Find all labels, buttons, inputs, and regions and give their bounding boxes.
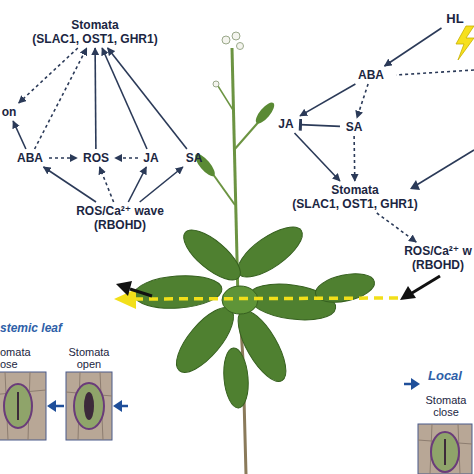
node-text: JA bbox=[274, 117, 298, 131]
node-text: JA bbox=[140, 151, 162, 165]
leaf-label: Local bbox=[428, 370, 474, 382]
signal-node: ROS bbox=[79, 151, 113, 165]
node-text: on bbox=[0, 105, 18, 119]
signal-node: SA bbox=[183, 151, 205, 165]
signal-node: on bbox=[0, 105, 18, 119]
signal-arrow bbox=[94, 48, 96, 149]
inhibition-connector bbox=[300, 125, 340, 127]
signal-node: JA bbox=[274, 117, 298, 131]
signal-arrow bbox=[140, 167, 183, 202]
leaf-label: stemic leaf bbox=[0, 322, 110, 334]
node-text: HL bbox=[441, 12, 469, 26]
node-text: ABA bbox=[353, 68, 389, 82]
signal-arrow bbox=[102, 48, 147, 149]
signal-node: SA bbox=[342, 120, 366, 134]
signal-arrow bbox=[300, 84, 355, 116]
signal-node: Stomata(SLAC1, OST1, GHR1) bbox=[30, 18, 160, 46]
signal-node: ROS/Ca²⁺ w(RBOHD) bbox=[402, 244, 474, 272]
signal-arrow bbox=[35, 48, 87, 149]
signal-arrow bbox=[49, 157, 77, 159]
node-text: (SLAC1, OST1, GHR1) bbox=[290, 197, 420, 211]
node-text: (SLAC1, OST1, GHR1) bbox=[30, 32, 160, 46]
signal-node: ROS/Ca²⁺ wave(RBOHD) bbox=[70, 204, 170, 232]
node-text: ROS/Ca²⁺ w bbox=[402, 244, 474, 258]
signal-arrow bbox=[100, 167, 114, 202]
signal-node: HL bbox=[441, 12, 469, 26]
signal-arrow bbox=[385, 28, 442, 66]
stomata-label: Stomata open bbox=[62, 346, 116, 370]
stomata-label: omata ose bbox=[0, 346, 38, 370]
node-text: Stomata bbox=[30, 18, 160, 32]
node-text: Stomata bbox=[290, 183, 420, 197]
signal-node: ABA bbox=[13, 151, 47, 165]
signal-arrow bbox=[377, 213, 416, 242]
node-text: ROS/Ca²⁺ wave bbox=[70, 204, 170, 218]
node-text: ROS bbox=[79, 151, 113, 165]
signal-arrow bbox=[295, 133, 340, 181]
signal-arrow bbox=[19, 48, 78, 103]
signal-arrow bbox=[44, 167, 97, 202]
node-text: (RBOHD) bbox=[70, 218, 170, 232]
node-text: ABA bbox=[13, 151, 47, 165]
signal-arrow bbox=[115, 157, 138, 159]
signal-node: ABA bbox=[353, 68, 389, 82]
signal-arrow bbox=[13, 121, 26, 149]
signal-arrow bbox=[108, 48, 187, 149]
signal-arrow bbox=[357, 84, 368, 118]
signal-arrow bbox=[353, 136, 355, 181]
node-text: SA bbox=[183, 151, 205, 165]
signal-node: JA bbox=[140, 151, 162, 165]
node-text: (RBOHD) bbox=[402, 258, 474, 272]
stomata-label: Stomata close bbox=[420, 394, 472, 418]
node-text: SA bbox=[342, 120, 366, 134]
signal-node: Stomata(SLAC1, OST1, GHR1) bbox=[290, 183, 420, 211]
signal-arrow bbox=[128, 167, 146, 202]
